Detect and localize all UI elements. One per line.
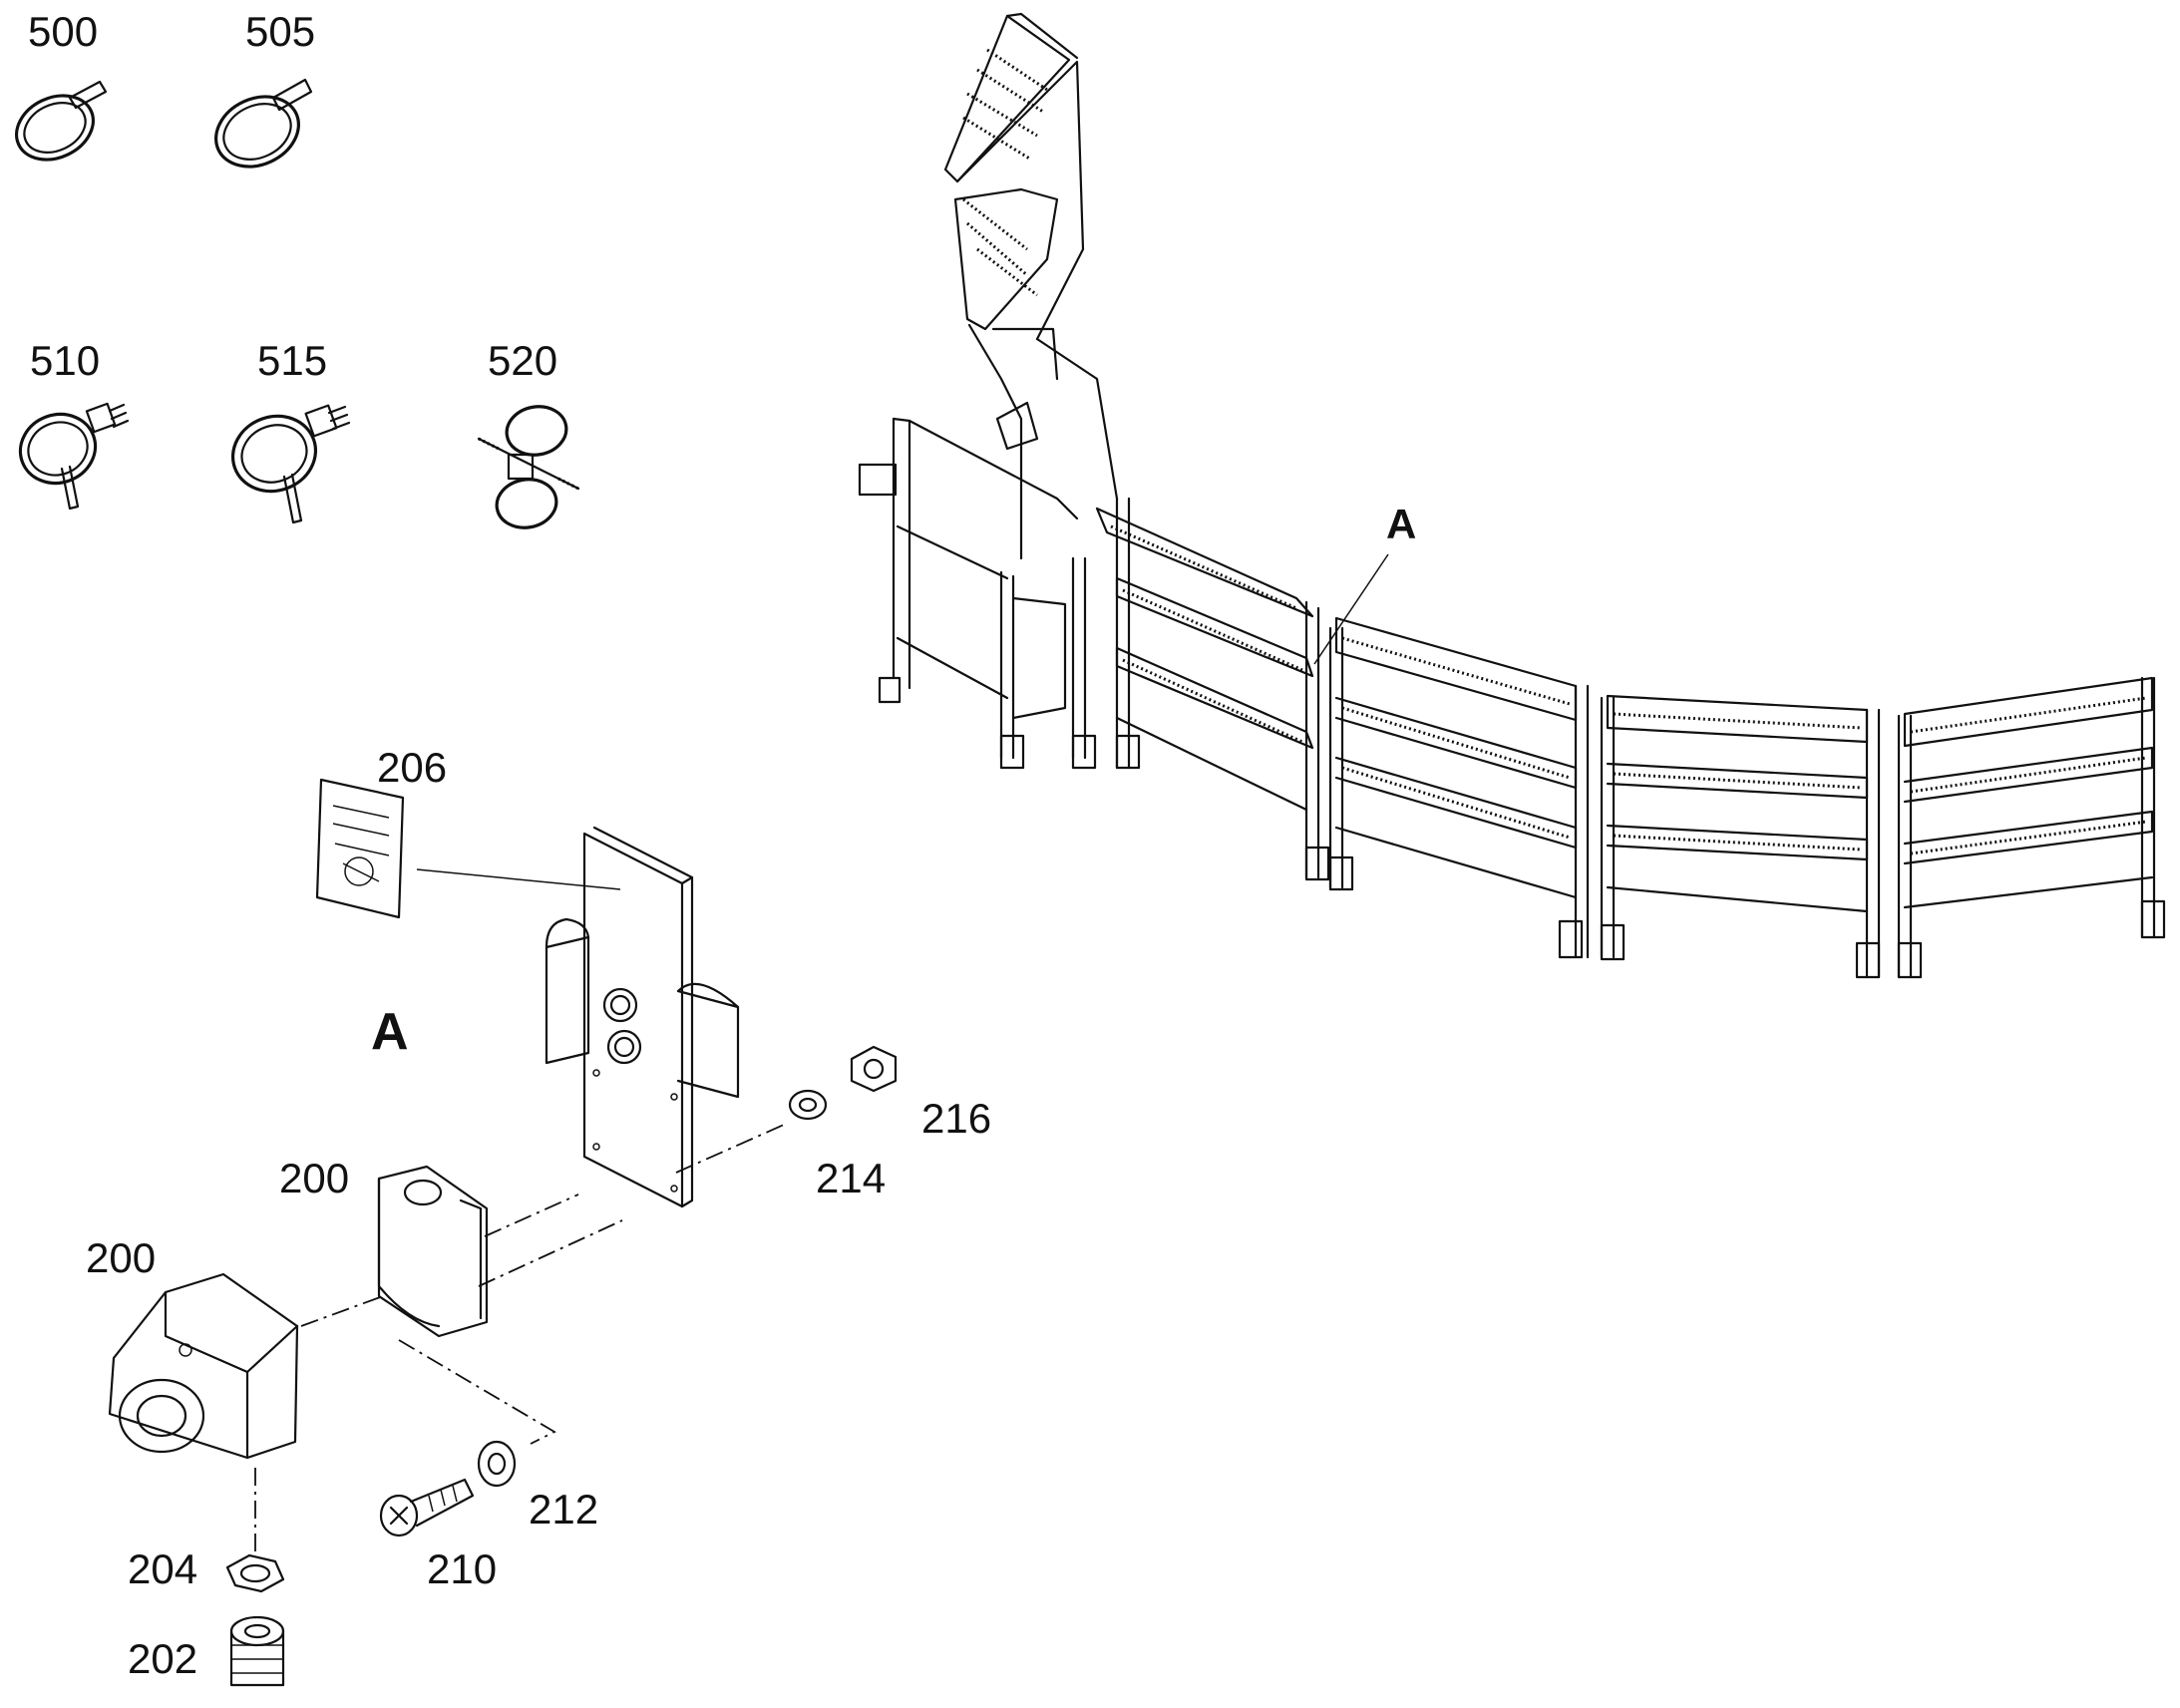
screw-210 bbox=[379, 1478, 475, 1537]
mounting-plate bbox=[545, 826, 740, 1208]
hose-clamp-505 bbox=[214, 78, 313, 169]
walkway-panel-1 bbox=[1328, 616, 1590, 959]
assembly-line-1 bbox=[675, 1124, 785, 1174]
cable-gland-202 bbox=[229, 1615, 285, 1687]
callout-210: 210 bbox=[427, 1545, 497, 1592]
callout-212: 212 bbox=[529, 1486, 598, 1533]
label-sticker-206 bbox=[315, 778, 405, 919]
left-handrail bbox=[858, 417, 1097, 770]
cable-clamp-510 bbox=[18, 402, 130, 511]
sloped-walkway bbox=[1095, 497, 1330, 881]
double-clamp-520 bbox=[477, 405, 580, 529]
callout-204: 204 bbox=[128, 1545, 197, 1592]
nut-216 bbox=[850, 1045, 898, 1093]
assembly-line-5 bbox=[398, 1339, 556, 1445]
walkway-panel-3 bbox=[1897, 676, 2166, 979]
hose-clamp-500 bbox=[14, 80, 108, 162]
callout-520: 520 bbox=[488, 337, 557, 384]
callout-500: 500 bbox=[28, 8, 98, 55]
washer-214 bbox=[788, 1089, 828, 1121]
callout-216: 216 bbox=[921, 1095, 991, 1142]
inclined-ladder bbox=[943, 12, 1119, 560]
walkway-panel-2 bbox=[1600, 694, 1881, 979]
detail-a-leader bbox=[1313, 553, 1389, 665]
assembly-line-4 bbox=[300, 1295, 384, 1327]
cover-200-lower bbox=[108, 1272, 299, 1460]
locknut-204 bbox=[225, 1553, 285, 1593]
half-shell-200-upper bbox=[377, 1165, 489, 1338]
detail-a-title: A bbox=[371, 1003, 409, 1061]
callout-202: 202 bbox=[128, 1635, 197, 1682]
callout-510: 510 bbox=[30, 337, 100, 384]
callout-505: 505 bbox=[245, 8, 315, 55]
callout-214: 214 bbox=[816, 1155, 886, 1201]
walkway-assembly bbox=[858, 12, 2166, 979]
callout-200-lower: 200 bbox=[86, 1234, 156, 1281]
callout-200-upper: 200 bbox=[279, 1155, 349, 1201]
assembly-line-2 bbox=[484, 1194, 579, 1237]
cable-clamp-515 bbox=[230, 404, 351, 524]
callout-206: 206 bbox=[377, 744, 447, 791]
assembly-detail-a-label: A bbox=[1386, 501, 1416, 547]
washer-212 bbox=[477, 1440, 517, 1488]
callout-515: 515 bbox=[257, 337, 327, 384]
leader-206 bbox=[416, 868, 621, 890]
assembly-line-3 bbox=[478, 1219, 623, 1287]
